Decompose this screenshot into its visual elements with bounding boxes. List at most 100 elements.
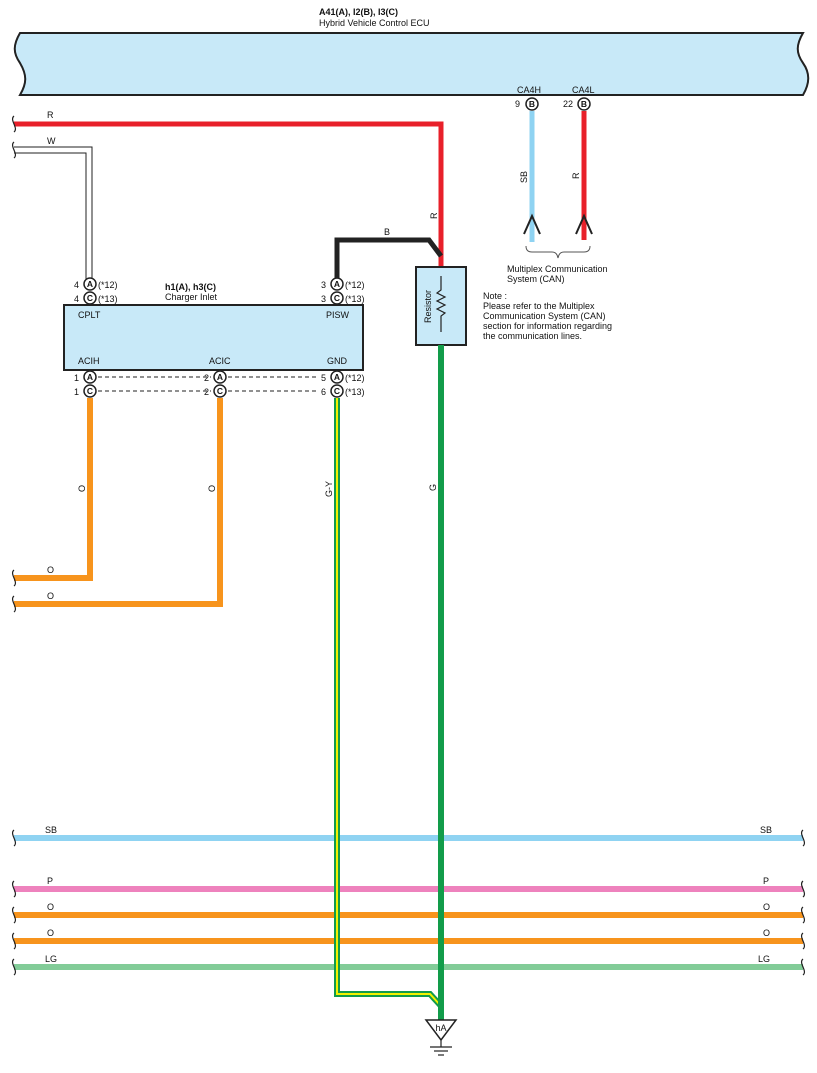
pin-note: (*13) [345, 294, 365, 304]
wire-label-o-mid-vertical: O [207, 485, 217, 492]
connector-pin-circle [83, 291, 97, 305]
connector-letter: C [87, 386, 93, 396]
connector-letter: B [581, 99, 587, 109]
bus-label-right: LG [758, 954, 770, 964]
pins-acic: 2 A 2 C [204, 370, 227, 398]
connector-letter: A [334, 372, 340, 382]
pin-label-acic: ACIC [209, 356, 231, 366]
bus-label-left: P [47, 876, 53, 886]
pin-note: (*12) [98, 280, 118, 290]
wire-w-inner [14, 152, 87, 279]
break-mark [11, 829, 17, 847]
note-line: Please refer to the Multiplex [483, 301, 595, 311]
wire-gy-stripe [336, 398, 442, 1007]
resistor-component: Resistor [415, 266, 467, 346]
pin-number: 1 [74, 373, 79, 383]
wire-label-gy-vertical: G-Y [324, 481, 334, 497]
bus-lines: SB SB P P O O O O LG LG [14, 825, 803, 970]
pin-number: 1 [74, 387, 79, 397]
connector-letter: C [334, 386, 340, 396]
connector-pin-circle [330, 370, 344, 384]
can-bracket [525, 245, 591, 259]
charger-inlet: h1(A), h3(C) Charger Inlet CPLT PISW ACI… [63, 282, 364, 371]
wire-break-marks-left [11, 115, 17, 976]
wire-label-b: B [384, 227, 390, 237]
can-bus-label-line1: Multiplex Communication [507, 264, 608, 274]
break-mark [800, 880, 806, 898]
wire-label-r-can: R [571, 172, 581, 179]
break-mark [800, 958, 806, 976]
pin-note: (*12) [345, 373, 365, 383]
connector-pin-circle [213, 370, 227, 384]
pin-number: 4 [74, 280, 79, 290]
connector-letter: C [334, 293, 340, 303]
resistor-symbol [435, 276, 447, 332]
note-title: Note : [483, 291, 507, 301]
charger-inlet-name: Charger Inlet [165, 292, 218, 302]
resistor-label: Resistor [423, 290, 433, 323]
ecu-title: A41(A), I2(B), I3(C) [319, 7, 398, 17]
wire-o-acic [14, 398, 223, 607]
bus-label-right: O [763, 902, 770, 912]
wire-b [334, 237, 443, 279]
connector-pin-circle [83, 370, 97, 384]
wire-label-r-top: R [47, 110, 54, 120]
ecu-pin-number: 22 [563, 99, 573, 109]
pin-number: 6 [321, 387, 326, 397]
wire-o-acih [14, 398, 93, 581]
pins-acih: 1 A 1 C [74, 370, 97, 398]
note-line: the communication lines. [483, 331, 582, 341]
connector-letter: A [87, 279, 93, 289]
pin-number: 2 [204, 373, 209, 383]
break-mark [800, 906, 806, 924]
pin-label-gnd: GND [327, 356, 348, 366]
can-arrow-r [575, 213, 593, 235]
can-arrow-sb [523, 213, 541, 235]
charger-inlet-title: h1(A), h3(C) [165, 282, 216, 292]
pin-number: 3 [321, 280, 326, 290]
break-mark [11, 595, 17, 613]
break-mark [11, 141, 17, 159]
connector-letter: A [217, 372, 223, 382]
ground-label: hA [435, 1023, 446, 1033]
break-mark [11, 932, 17, 950]
bus-label-right: O [763, 928, 770, 938]
hybrid-vehicle-control-ecu: A41(A), I2(B), I3(C) Hybrid Vehicle Cont… [13, 7, 810, 96]
bus-label-left: SB [45, 825, 57, 835]
connector-pin-circle [83, 384, 97, 398]
break-mark [11, 115, 17, 133]
break-mark [800, 829, 806, 847]
ecu-pin-label: CA4H [517, 85, 541, 95]
pin-label-acih: ACIH [78, 356, 100, 366]
connector-letter: A [334, 279, 340, 289]
connector-pin-circle [330, 384, 344, 398]
bus-label-right: P [763, 876, 769, 886]
ecu-body [13, 32, 810, 96]
connector-pin-circle [213, 384, 227, 398]
pin-label-cplt: CPLT [78, 310, 101, 320]
connector-letter: A [87, 372, 93, 382]
ecu-pin-ca4h: CA4H 9 B [515, 85, 541, 111]
break-mark [11, 958, 17, 976]
wire-label-sb-can: SB [519, 171, 529, 183]
wire-w-outer [14, 146, 93, 279]
pin-number: 2 [204, 387, 209, 397]
wire-label-o-left-vertical: O [77, 485, 87, 492]
connector-pin-circle [83, 277, 97, 291]
bus-label-left: O [47, 928, 54, 938]
connector-letter: C [217, 386, 223, 396]
bus-label-left: O [47, 902, 54, 912]
note-line: section for information regarding [483, 321, 612, 331]
note: Note : Please refer to the Multiplex Com… [483, 291, 612, 341]
pin-note: (*12) [345, 280, 365, 290]
connector-letter: B [529, 99, 535, 109]
pins-gnd: 5 A (*12) 6 C (*13) [321, 370, 365, 398]
ground-triangle [424, 1019, 458, 1042]
wire-label-o-mid-horizontal: O [47, 591, 54, 601]
pin-number: 5 [321, 373, 326, 383]
ecu-pin-ca4l: CA4L 22 B [563, 85, 595, 111]
break-mark [800, 932, 806, 950]
bus-label-right: SB [760, 825, 772, 835]
pin-note: (*13) [98, 294, 118, 304]
